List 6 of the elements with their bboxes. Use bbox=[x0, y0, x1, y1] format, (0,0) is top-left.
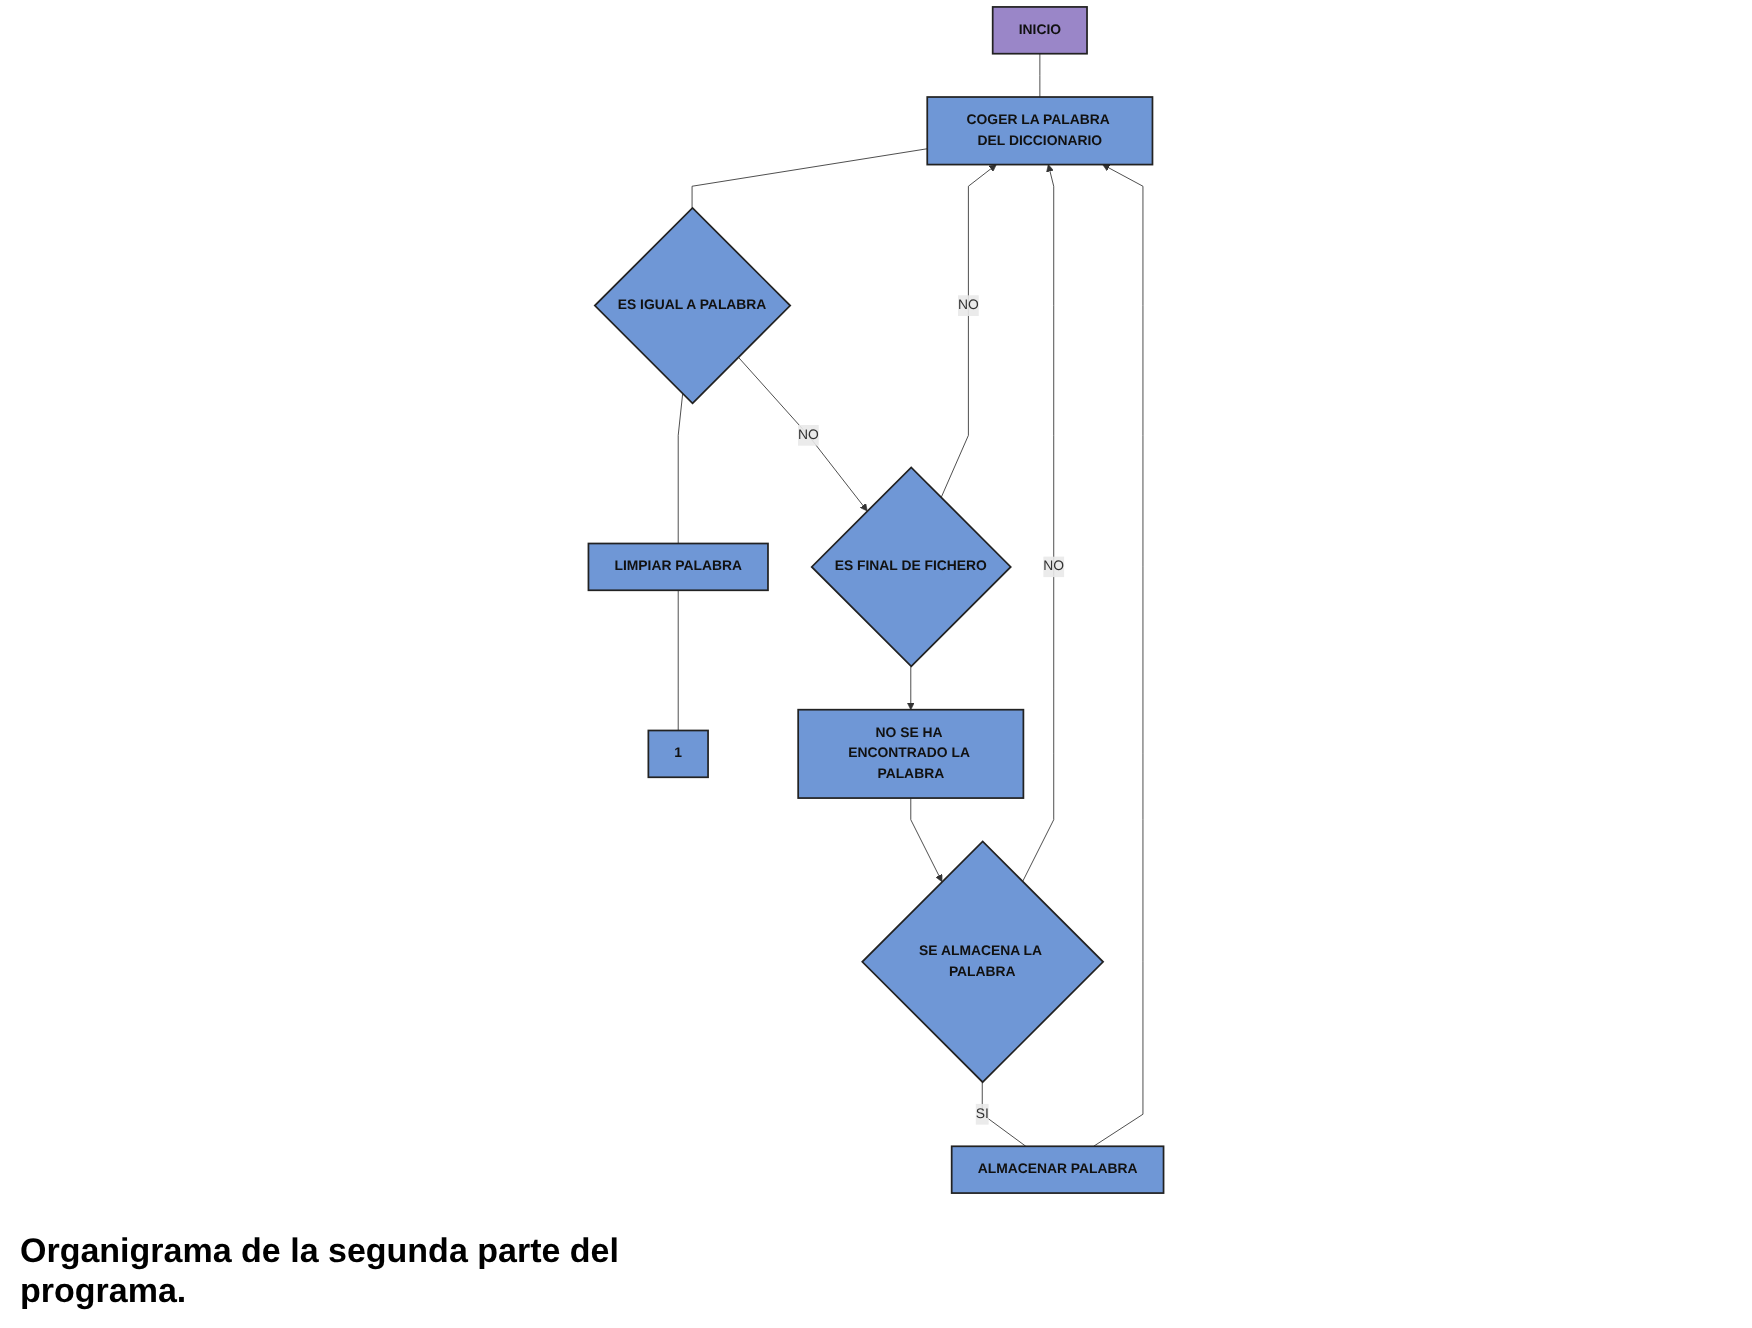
connector bbox=[677, 393, 684, 544]
connector bbox=[691, 148, 928, 209]
caption: Organigrama de la segunda parte del programa. bbox=[20, 1232, 620, 1312]
connector bbox=[981, 1081, 1027, 1147]
connector bbox=[677, 589, 679, 731]
connector bbox=[1039, 53, 1041, 98]
